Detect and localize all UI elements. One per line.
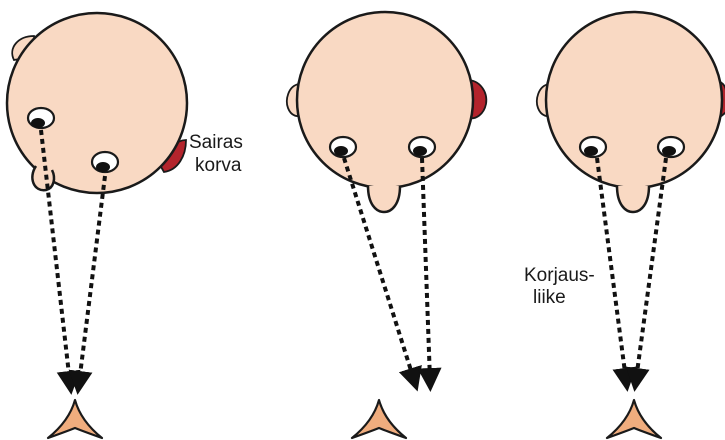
gaze-line-right (422, 158, 430, 380)
correction-label-line-1: Korjaus- (524, 265, 595, 286)
target-marker (607, 400, 661, 438)
right-eye (92, 152, 118, 172)
panel-1-tilted-head: Sairas korva (7, 13, 243, 438)
head (297, 12, 473, 188)
left-eye (580, 137, 606, 157)
left-eye (330, 137, 356, 157)
head (546, 12, 722, 188)
right-eye (409, 137, 435, 157)
target-marker (48, 400, 102, 438)
nose (617, 186, 649, 212)
correction-label-line-2: liike (533, 287, 566, 308)
target-marker (352, 400, 406, 438)
left-eye (28, 108, 54, 128)
panel-3-corrected-gaze: Korjaus- liike (524, 12, 725, 438)
nose (368, 186, 400, 212)
panel-2-straight-head (287, 12, 486, 438)
sick-ear-label-line-1: Sairas (189, 132, 243, 153)
right-eye (658, 137, 684, 157)
gaze-line-right (79, 176, 105, 383)
sick-ear-label-line-2: korva (195, 155, 242, 176)
